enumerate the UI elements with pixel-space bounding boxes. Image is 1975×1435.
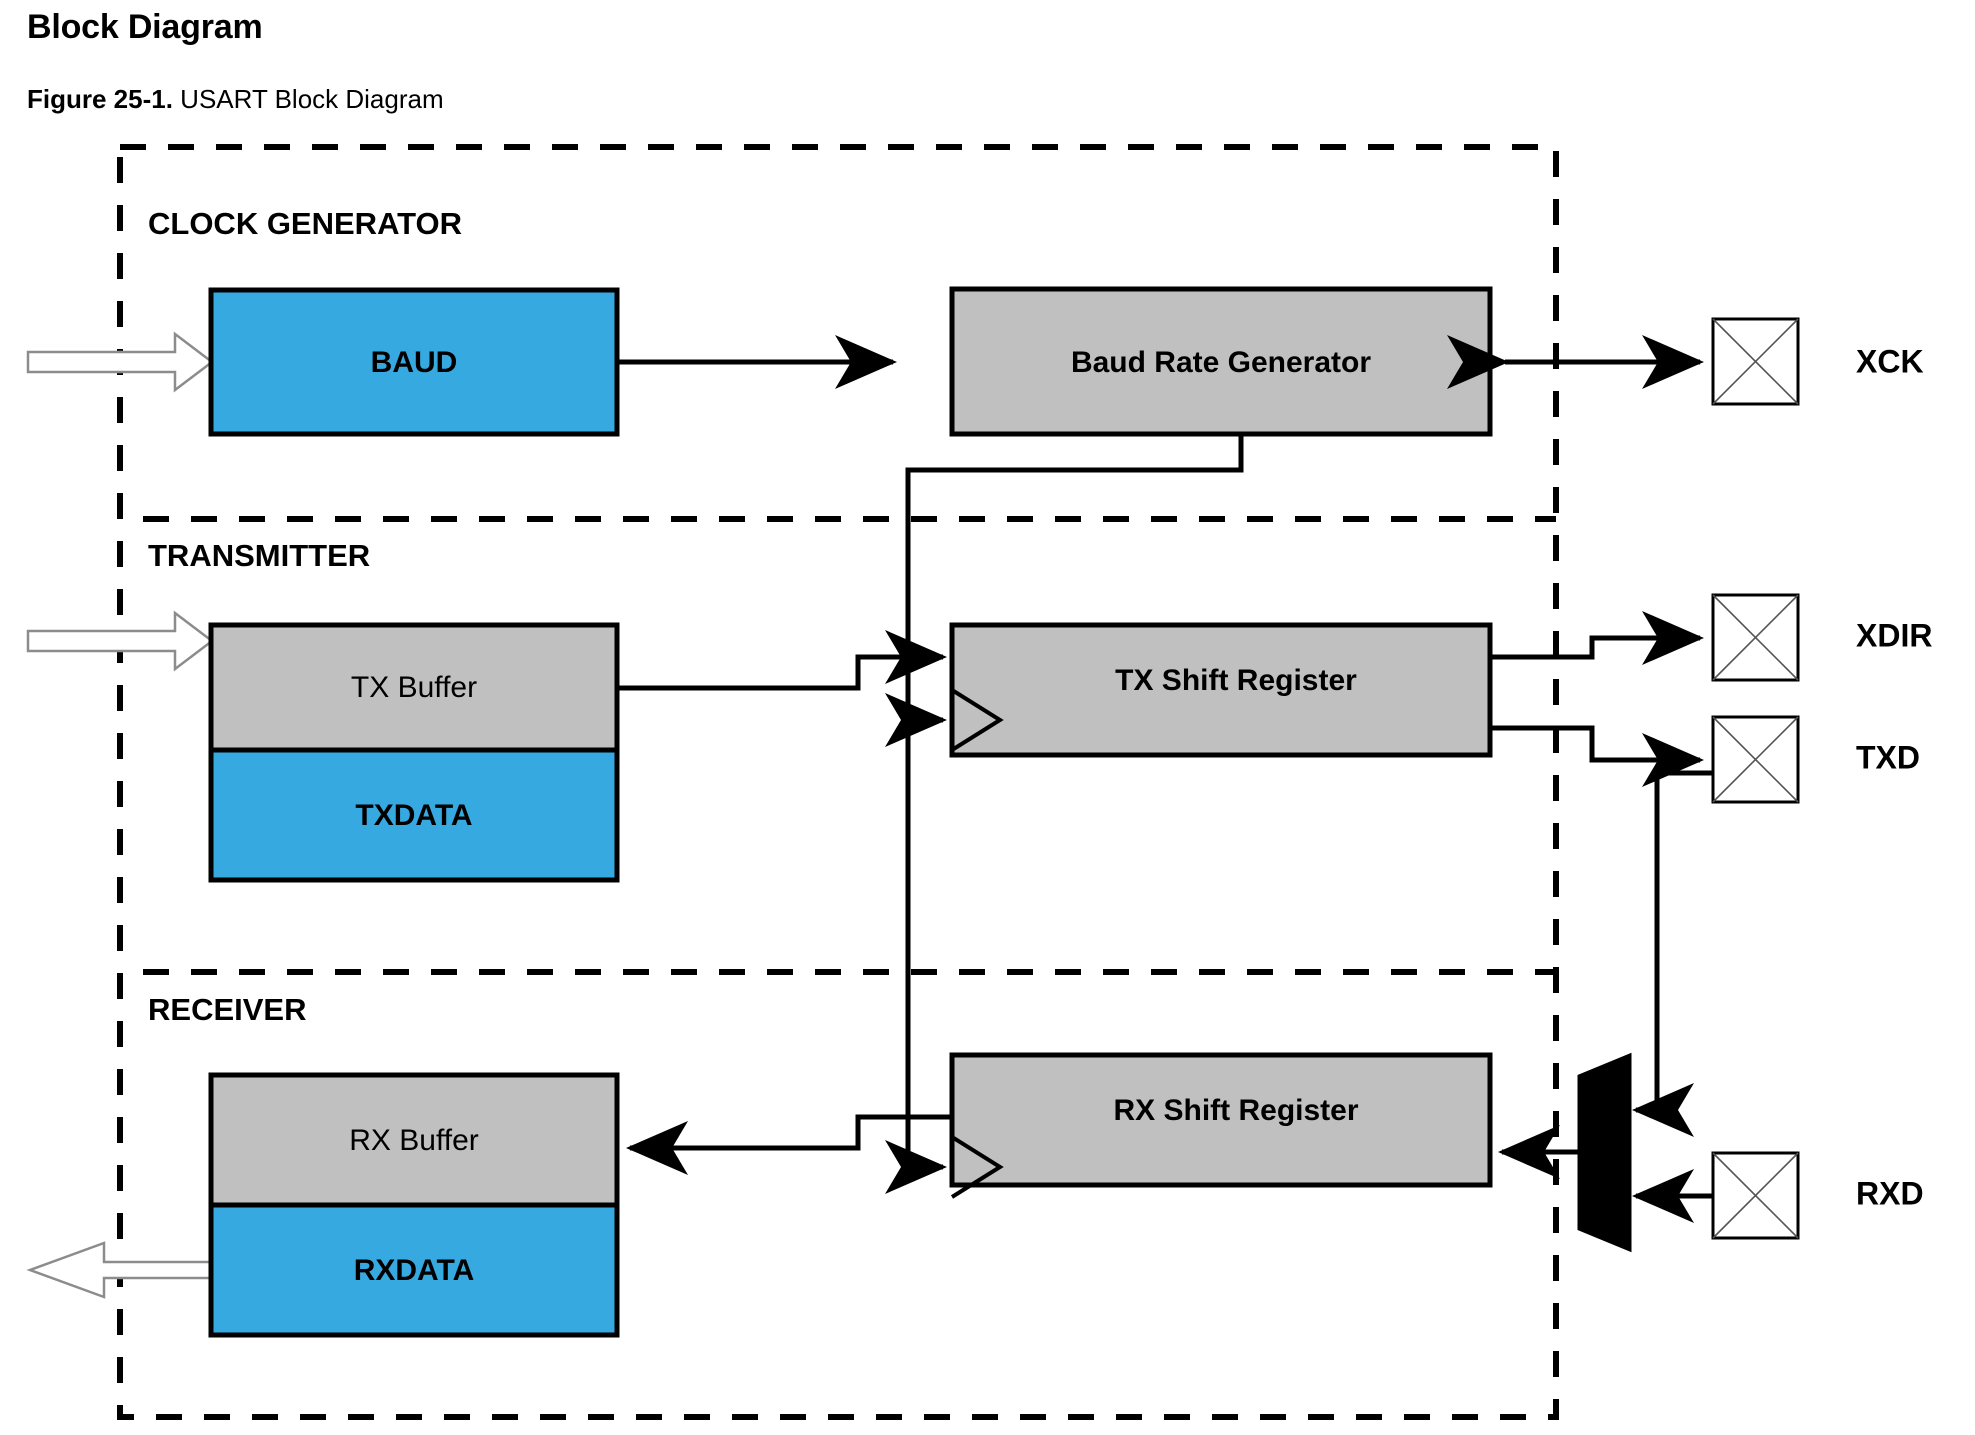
- wire-tx-buffer-to-tx-shift: [617, 630, 947, 691]
- wire-tx-shift-to-txd: [1490, 725, 1704, 787]
- block-rx-buffer-label: RX Buffer: [349, 1124, 479, 1157]
- block-tx-shift-register-label: TX Shift Register: [1115, 664, 1357, 697]
- figure-title: USART Block Diagram: [180, 84, 444, 114]
- block-baud[interactable]: [208, 287, 620, 437]
- figure-caption: Figure 25-1. USART Block Diagram: [27, 84, 444, 115]
- pin-pad-txd-x2: [1712, 716, 1799, 803]
- pin-pad-xck-x2: [1712, 318, 1799, 405]
- block-tx-buffer-label: TX Buffer: [351, 671, 477, 704]
- section-label-clock-generator: CLOCK GENERATOR: [148, 206, 462, 241]
- tx-shift-register-clock-triangle: [950, 688, 1004, 752]
- block-rx-input-mux[interactable]: [1577, 1052, 1632, 1253]
- block-txdata-label: TXDATA: [355, 799, 472, 832]
- figure-number: Figure 25-1.: [27, 84, 173, 114]
- pin-pad-rxd-x2: [1712, 1152, 1799, 1239]
- block-baud-label: BAUD: [371, 346, 458, 379]
- block-rxdata-label: RXDATA: [354, 1254, 475, 1287]
- pin-label-rxd: RXD: [1856, 1175, 1924, 1211]
- rx-shift-register-clock-triangle: [950, 1135, 1004, 1199]
- pin-pad-xdir-x2: [1712, 594, 1799, 681]
- page-title: Block Diagram: [27, 8, 263, 46]
- pin-label-txd: TXD: [1856, 739, 1920, 775]
- wire-tx-shift-to-xdir: [1490, 611, 1704, 665]
- wire-rx-shift-to-rx-buffer: [626, 1114, 952, 1175]
- section-label-transmitter: TRANSMITTER: [148, 538, 370, 573]
- usart-module-boundary: [117, 144, 1559, 1420]
- wire-txd-loopback-to-mux: [1632, 770, 1713, 1137]
- pin-label-xdir: XDIR: [1856, 617, 1932, 653]
- txdata-bus-input-arrow: [26, 610, 215, 672]
- block-rx-shift-register-label: RX Shift Register: [1113, 1094, 1358, 1127]
- block-txdata[interactable]: [208, 747, 620, 883]
- baud-bus-input-arrow: [26, 331, 215, 393]
- block-baud-rate-generator[interactable]: [949, 286, 1493, 437]
- pin-label-xck: XCK: [1856, 343, 1924, 379]
- block-baud-rate-generator-label: Baud Rate Generator: [1071, 346, 1371, 379]
- block-tx-shift-register[interactable]: [949, 622, 1493, 758]
- junction-dot-tx-clock: [901, 713, 915, 727]
- block-rxdata[interactable]: [208, 1202, 620, 1338]
- wire-clock-distribution-spine: [905, 434, 1244, 1167]
- section-label-receiver: RECEIVER: [148, 992, 306, 1027]
- block-rx-shift-register[interactable]: [949, 1052, 1493, 1188]
- block-rx-buffer[interactable]: [208, 1072, 620, 1208]
